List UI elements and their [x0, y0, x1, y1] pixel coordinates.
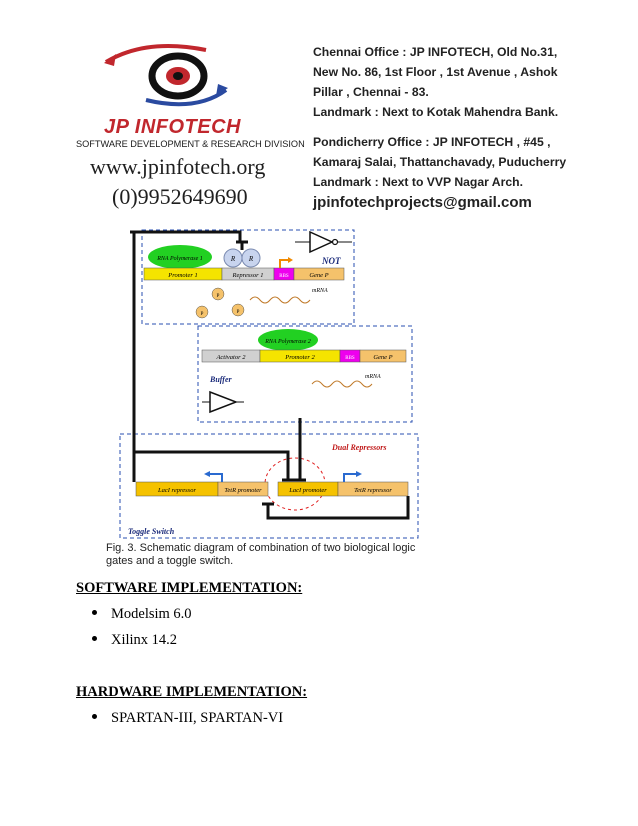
buffer-gate-symbol: [209, 390, 239, 414]
svg-text:TetR promoter: TetR promoter: [224, 487, 262, 494]
repressor-1-label: Repressor 1: [232, 272, 264, 279]
bullet-icon: [92, 636, 97, 642]
buffer-label: Buffer: [209, 375, 233, 384]
chennai-line-2: New No. 86, 1st Floor , 1st Avenue , Ash…: [313, 65, 558, 79]
not-gate-box: [141, 229, 355, 325]
bullet-icon: [92, 610, 97, 616]
figure-caption: Fig. 3. Schematic diagram of combination…: [106, 542, 416, 567]
svg-text:P: P: [201, 312, 204, 317]
protein-p2: [195, 305, 209, 319]
website-link[interactable]: www.jpinfotech.org: [90, 154, 266, 179]
schematic-diagram: RNA Polymerase 1 R R Promoter 1 Represso…: [119, 229, 419, 539]
bullet-icon: [92, 714, 97, 720]
pondy-line-2: Kamaraj Salai, Thattanchavady, Puducherr…: [313, 155, 567, 169]
software-heading: SOFTWARE IMPLEMENTATION:: [76, 580, 303, 596]
tetr-repressor-block: [337, 481, 409, 497]
not-gate-symbol: [309, 230, 334, 254]
buffer-gate-box: [197, 325, 413, 423]
logic-gate-figure: RNA Polymerase 1 R R Promoter 1 Represso…: [100, 222, 440, 582]
chennai-office-address: Chennai Office : JP INFOTECH, Old No.31,…: [313, 42, 573, 122]
rna-pol-1-label: RNA Polymerase 1: [156, 256, 203, 262]
rna-polymerase-2: [258, 329, 318, 351]
svg-text:TetR repressor: TetR repressor: [354, 487, 392, 494]
chennai-line-3: Pillar , Chennai - 83.: [313, 85, 429, 99]
svg-text:mRNA: mRNA: [365, 374, 381, 380]
svg-text:P: P: [237, 310, 240, 315]
svg-text:RBS: RBS: [345, 356, 355, 361]
rna-polymerase-1: [148, 245, 212, 269]
hardware-heading: HARDWARE IMPLEMENTATION:: [76, 684, 308, 700]
pondicherry-office-address: Pondicherry Office : JP INFOTECH , #45 ,…: [313, 132, 573, 192]
svg-text:Activator 2: Activator 2: [215, 354, 246, 361]
pondy-landmark: Landmark : Next to VVP Nagar Arch.: [313, 175, 523, 189]
company-banner: JP INFOTECH SOFTWARE DEVELOPMENT & RESEA…: [76, 38, 566, 218]
rbs-1-label: RBS: [279, 274, 289, 279]
r2-label: R: [248, 255, 254, 263]
chennai-landmark: Landmark : Next to Kotak Mahendra Bank.: [313, 105, 559, 119]
svg-text:RNA Polymerase 2: RNA Polymerase 2: [264, 339, 311, 345]
svg-text:P: P: [217, 294, 220, 299]
software-item: Xilinx 14.2: [92, 632, 177, 649]
brand-name: JP INFOTECH: [104, 116, 241, 138]
pondy-line-1: Pondicherry Office : JP INFOTECH , #45 ,: [313, 135, 551, 149]
toggle-switch-box: [119, 433, 419, 539]
toggle-switch-label: Toggle Switch: [128, 527, 175, 536]
svg-text:LacI repressor: LacI repressor: [157, 487, 196, 494]
tetr-promoter-block: [217, 481, 269, 497]
dual-repressors-label: Dual Repressors: [331, 443, 386, 452]
r1-label: R: [230, 255, 236, 263]
repressor-r2: [241, 248, 261, 268]
promoter-1-label: Promoter 1: [167, 272, 198, 279]
hardware-item: SPARTAN-III, SPARTAN-VI: [92, 710, 283, 727]
gene-1-block: [293, 267, 345, 281]
software-item: Modelsim 6.0: [92, 606, 192, 623]
protein-p1: [211, 287, 225, 301]
svg-text:Gene P: Gene P: [373, 354, 392, 361]
protein-p3: [231, 303, 245, 317]
gene-2-block: [359, 349, 407, 363]
email-link[interactable]: jpinfotechprojects@gmail.com: [313, 194, 532, 211]
svg-text:LacI promoter: LacI promoter: [288, 487, 327, 494]
phone-number: (0)9952649690: [112, 184, 248, 209]
jp-infotech-logo: [104, 44, 228, 107]
svg-text:Promoter 2: Promoter 2: [284, 354, 315, 361]
chennai-line-1: Chennai Office : JP INFOTECH, Old No.31,: [313, 45, 558, 59]
mrna-1-label: mRNA: [312, 288, 328, 294]
division-name: SOFTWARE DEVELOPMENT & RESEARCH DIVISION: [76, 139, 305, 149]
gene-1-label: Gene P: [309, 272, 328, 279]
not-label: NOT: [321, 256, 341, 266]
